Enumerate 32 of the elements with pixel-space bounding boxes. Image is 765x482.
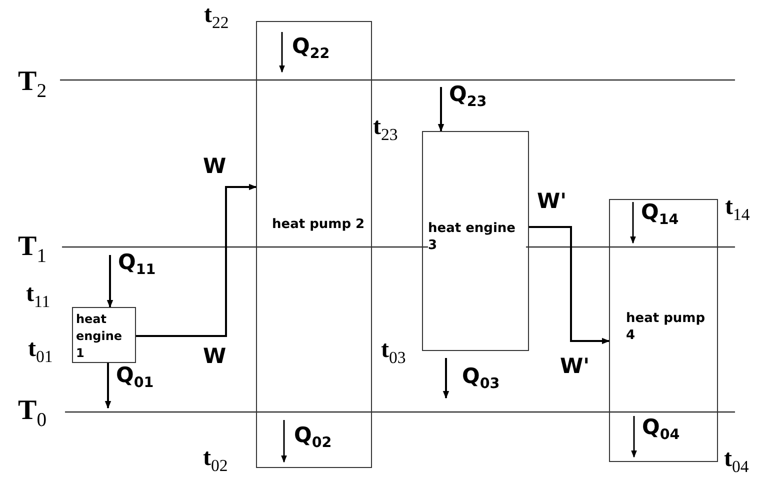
temperature-label: t$_{02}$ bbox=[203, 446, 228, 475]
work-label: W' bbox=[560, 356, 590, 377]
work-label: W' bbox=[537, 191, 567, 212]
temperature-label: t$_{23}$ bbox=[373, 115, 398, 144]
temperature-label: t$_{01}$ bbox=[28, 337, 53, 366]
edge-label: Q$_{11}$ bbox=[118, 252, 156, 278]
heat-label: Q$_{14}$ bbox=[641, 202, 679, 228]
heat-flow-arrow bbox=[438, 87, 444, 132]
edge-label: Q$_{03}$ bbox=[462, 366, 500, 392]
heat-flow-arrow bbox=[104, 363, 112, 409]
temperature-label: t$_{22}$ bbox=[204, 3, 229, 32]
reservoir-label: T$_{2}$ bbox=[18, 68, 46, 102]
heat-label: Q$_{02}$ bbox=[294, 425, 332, 450]
heat-label: Q$_{04}$ bbox=[642, 417, 680, 442]
temperature-label: t$_{04}$ bbox=[724, 447, 749, 476]
heat-label: Q$_{22}$ bbox=[292, 36, 330, 62]
reservoir-label: T$_{0}$ bbox=[18, 397, 46, 430]
work-arrow bbox=[136, 184, 257, 337]
temperature-label: t$_{11}$ bbox=[26, 282, 50, 311]
heat-flow-arrow bbox=[442, 358, 450, 399]
heat-flow-arrow bbox=[106, 255, 114, 308]
work-label: W bbox=[203, 346, 226, 367]
reservoir-label: T$_{1}$ bbox=[18, 233, 46, 266]
edge-label: Q$_{23}$ bbox=[449, 84, 487, 110]
work-label: W bbox=[203, 156, 226, 177]
work-arrow bbox=[529, 226, 610, 344]
process-box bbox=[256, 21, 372, 468]
process-box bbox=[422, 131, 529, 351]
process-box bbox=[609, 199, 718, 462]
temperature-label: t$_{14}$ bbox=[725, 195, 750, 224]
temperature-label: t$_{03}$ bbox=[381, 338, 406, 367]
edge-label: Q$_{01}$ bbox=[116, 365, 154, 390]
